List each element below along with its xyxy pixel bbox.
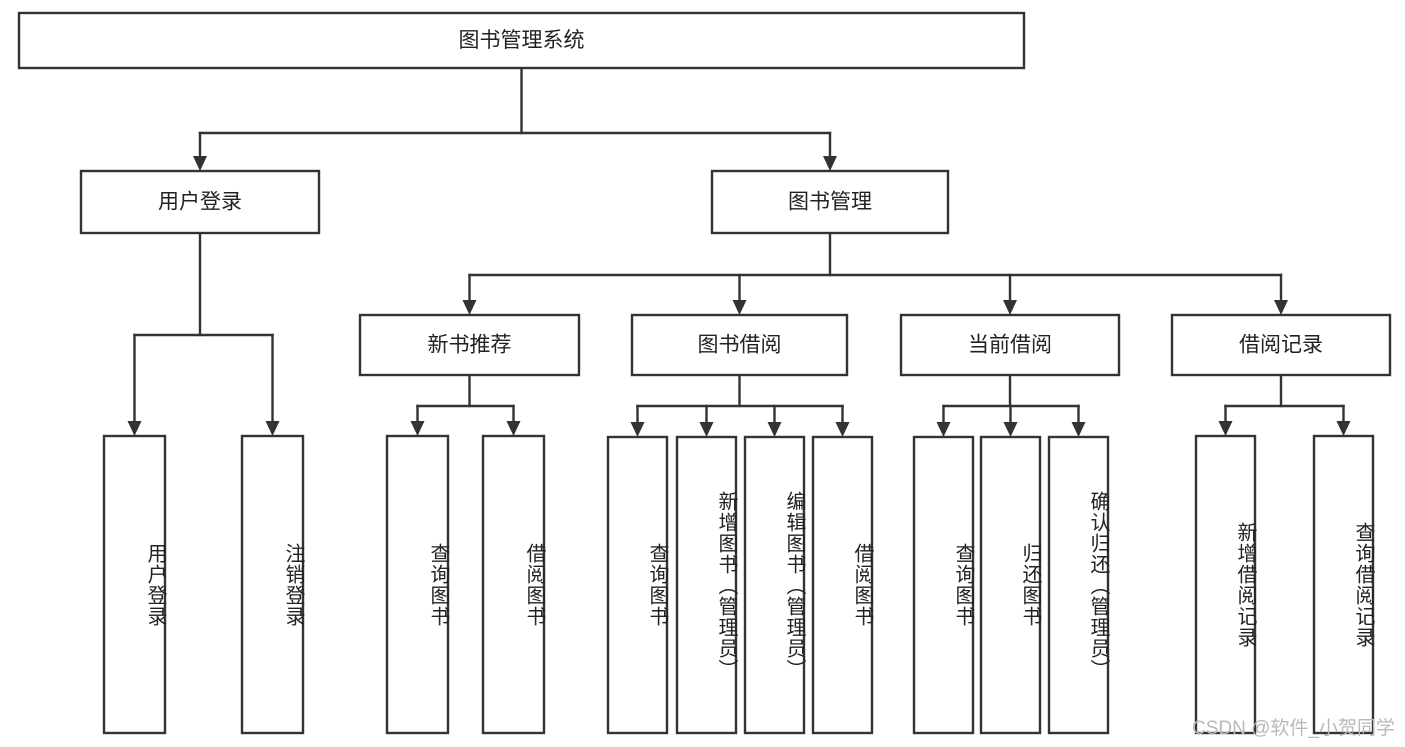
- node-box-leaf-query-book-borrow[interactable]: [606, 435, 669, 735]
- node-box-leaf-add-book[interactable]: [675, 435, 738, 735]
- root-to-user-login-arrowhead: [193, 156, 207, 171]
- connectors-layer: [127, 66, 1351, 437]
- node-box-new-book-recommend[interactable]: [358, 313, 581, 377]
- node-label-user-login: 用户登录: [158, 191, 242, 214]
- new-book-recommend-to-leaf-query-book-recommend-arrowhead: [410, 421, 425, 436]
- node-box-leaf-borrow-book-recommend[interactable]: [481, 434, 546, 735]
- csdn-watermark: CSDN @软件_小贺同学: [1192, 718, 1395, 739]
- node-label-root: 图书管理系统: [459, 29, 585, 52]
- borrow-record-to-leaf-query-borrow-record-arrowhead: [1336, 421, 1351, 436]
- node-box-leaf-confirm-return[interactable]: [1047, 435, 1110, 735]
- book-borrow-to-leaf-add-book-arrowhead: [699, 422, 714, 437]
- node-box-user-login[interactable]: [79, 169, 321, 235]
- node-box-leaf-query-book-current[interactable]: [912, 435, 975, 735]
- boxes-layer: [17, 11, 1392, 735]
- node-box-current-borrow[interactable]: [899, 313, 1121, 377]
- node-label-book-borrow: 图书借阅: [698, 334, 782, 357]
- user-login-to-leaf-logout-arrowhead: [265, 421, 280, 436]
- bookmgmt-to-borrow-record-arrowhead: [1274, 300, 1288, 315]
- node-box-leaf-user-login[interactable]: [102, 434, 167, 735]
- new-book-recommend-to-leaf-borrow-book-recommend-arrowhead: [506, 421, 521, 436]
- bookmgmt-to-book-borrow-arrowhead: [732, 300, 747, 315]
- node-label-borrow-record: 借阅记录: [1239, 334, 1323, 357]
- node-box-book-management[interactable]: [710, 169, 950, 235]
- borrow-record-to-leaf-add-borrow-record-arrowhead: [1218, 421, 1233, 436]
- node-label-new-book-recommend: 新书推荐: [428, 334, 512, 357]
- node-box-leaf-borrow-book[interactable]: [811, 435, 874, 735]
- book-borrow-to-leaf-edit-book-arrowhead: [767, 422, 782, 437]
- node-box-leaf-query-borrow-record[interactable]: [1312, 434, 1375, 735]
- current-borrow-to-leaf-confirm-return-arrowhead: [1071, 422, 1086, 437]
- node-box-root[interactable]: [17, 11, 1026, 70]
- current-borrow-to-leaf-return-book-arrowhead: [1003, 422, 1018, 437]
- user-login-to-leaf-user-login-arrowhead: [127, 421, 142, 436]
- bookmgmt-to-current-borrow-arrowhead: [1003, 300, 1017, 315]
- root-to-book-management-arrowhead: [823, 156, 837, 171]
- node-label-current-borrow: 当前借阅: [968, 334, 1052, 357]
- node-box-leaf-edit-book[interactable]: [743, 435, 806, 735]
- node-box-leaf-add-borrow-record[interactable]: [1194, 434, 1257, 735]
- node-box-leaf-logout[interactable]: [240, 434, 305, 735]
- node-label-book-management: 图书管理: [788, 191, 872, 214]
- node-box-borrow-record[interactable]: [1170, 313, 1392, 377]
- current-borrow-to-leaf-query-book-current-arrowhead: [936, 422, 951, 437]
- node-box-book-borrow[interactable]: [630, 313, 849, 377]
- book-borrow-to-leaf-borrow-book-arrowhead: [835, 422, 850, 437]
- node-box-leaf-return-book[interactable]: [979, 435, 1042, 735]
- node-box-leaf-query-book-recommend[interactable]: [385, 434, 450, 735]
- bookmgmt-to-new-book-recommend-arrowhead: [462, 300, 477, 315]
- book-borrow-to-leaf-query-book-borrow-arrowhead: [630, 422, 645, 437]
